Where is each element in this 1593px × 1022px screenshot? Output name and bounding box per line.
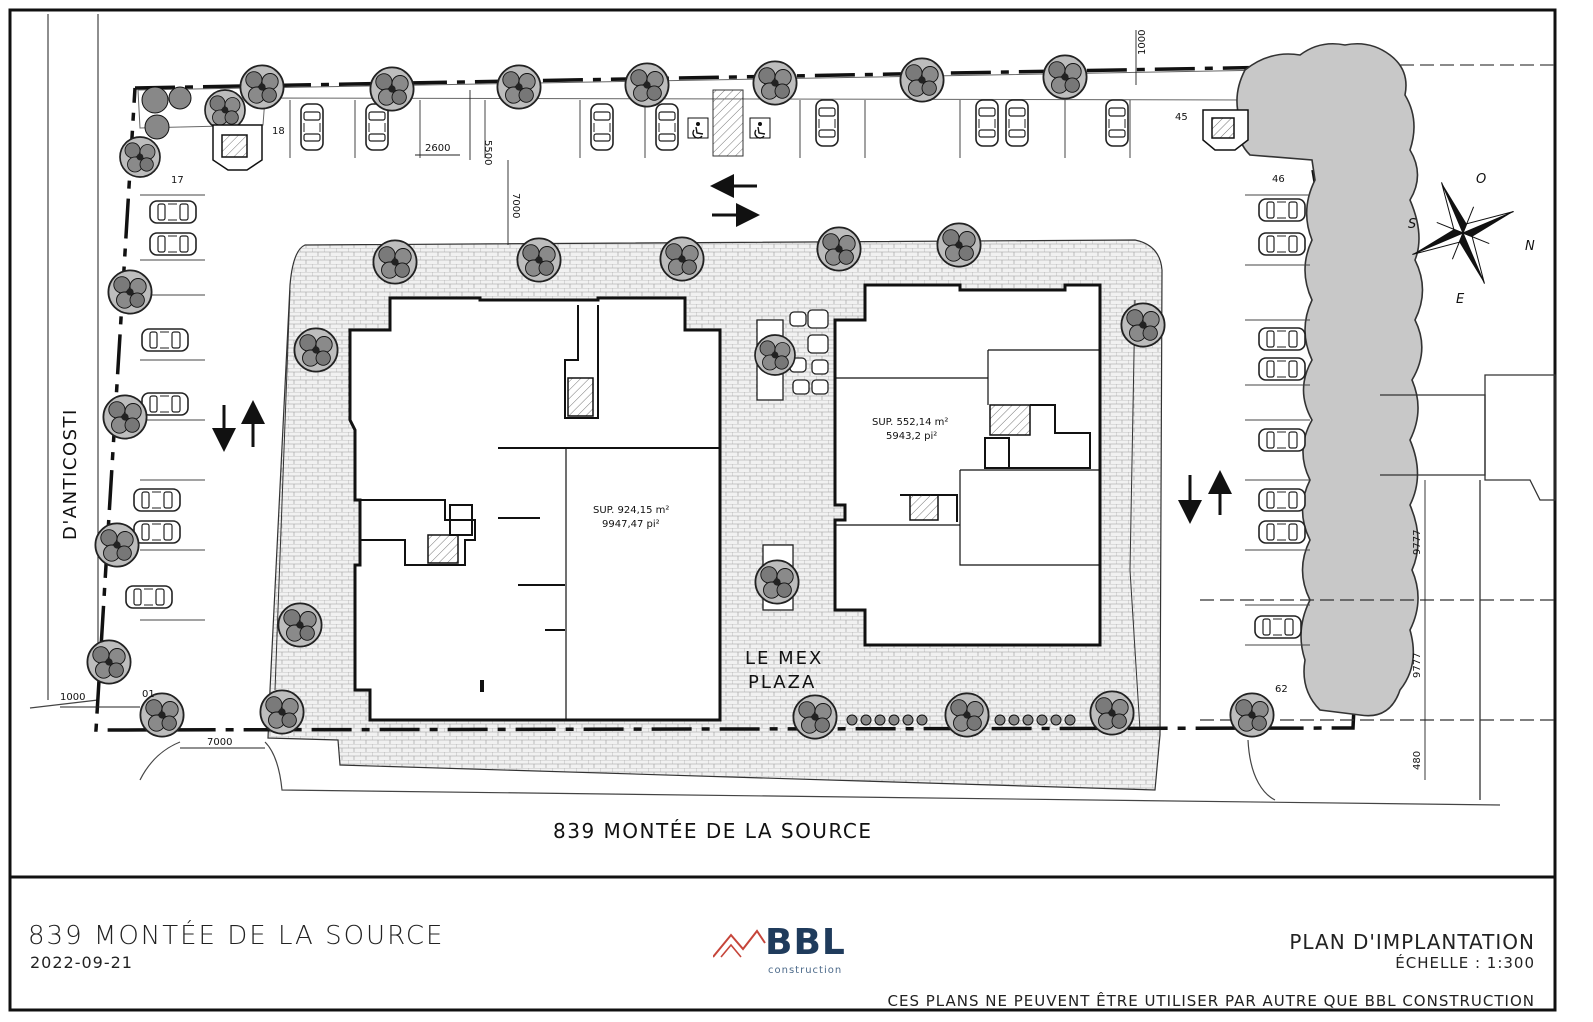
street-label: 839 MONTÉE DE LA SOURCE — [553, 819, 872, 843]
company-name: BBL — [765, 922, 846, 963]
plan-scale: ÉCHELLE : 1:300 — [1395, 954, 1535, 972]
building-b-area-ft2: 5943,2 pi² — [886, 431, 937, 442]
side-street-label: D'ANTICOSTI — [60, 408, 81, 540]
company-subtitle: construction — [768, 965, 843, 976]
plaza-name-line1: LE MEX — [745, 648, 823, 669]
parking-number-17: 17 — [171, 175, 184, 186]
shrubs — [141, 86, 1076, 726]
parking-lines — [140, 100, 1310, 646]
traffic-arrows — [212, 174, 1232, 524]
sheet-border — [8, 8, 1557, 1012]
building-b-area-m2: SUP. 552,14 m² — [872, 417, 948, 428]
parking-number-18: 18 — [272, 126, 285, 137]
dim-5500: 5500 — [482, 140, 493, 165]
waste-enclosures — [212, 109, 1249, 171]
building-a-area-m2: SUP. 924,15 m² — [593, 505, 669, 516]
parking-number-45: 45 — [1175, 112, 1188, 123]
accessible-symbol-icon — [687, 117, 771, 139]
building-a — [348, 296, 722, 722]
building-b — [833, 283, 1102, 647]
compass-north: N — [1525, 239, 1535, 254]
dim-7000-bottom: 7000 — [207, 737, 232, 748]
building-a-area-ft2: 9947,47 pi² — [602, 519, 660, 530]
compass-east: E — [1456, 292, 1465, 307]
compass-south: S — [1408, 217, 1416, 232]
dim-480: 480 — [1412, 751, 1423, 770]
dim-7000-mid: 7000 — [510, 193, 521, 218]
hedge — [1236, 42, 1424, 717]
dimension-lines — [60, 30, 1426, 780]
accessible-stall-hatch — [712, 89, 744, 157]
plan-title: PLAN D'IMPLANTATION — [1289, 930, 1535, 954]
street-lines — [29, 14, 1555, 806]
dim-1000-top: 1000 — [1137, 30, 1148, 55]
dim-9777-a: 9777 — [1412, 530, 1423, 555]
compass-west: O — [1476, 172, 1486, 187]
dim-1000-left: 1000 — [60, 692, 85, 703]
project-date: 2022-09-21 — [30, 953, 133, 972]
plaza-name-line2: PLAZA — [748, 672, 816, 693]
north-arrow-icon — [1412, 182, 1514, 284]
dim-9777-b: 9777 — [1412, 653, 1423, 678]
disclaimer: CES PLANS NE PEUVENT ÊTRE UTILISER PAR A… — [887, 992, 1535, 1010]
dim-2600: 2600 — [425, 143, 450, 154]
parking-number-46: 46 — [1272, 174, 1285, 185]
bbl-logo-icon — [713, 929, 766, 958]
parking-number-01: 01 — [142, 689, 155, 700]
parking-number-62: 62 — [1275, 684, 1288, 695]
neighbour-building — [1200, 374, 1556, 800]
project-title: 839 MONTÉE DE LA SOURCE — [28, 921, 445, 951]
